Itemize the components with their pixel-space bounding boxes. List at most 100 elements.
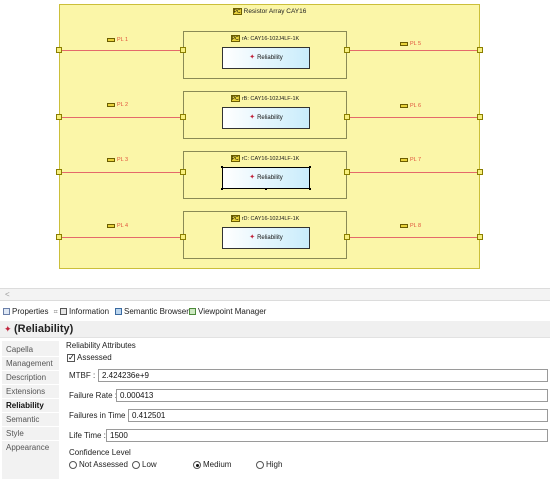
port-right-3[interactable]	[477, 169, 483, 175]
tab-semantic-browser-label: Semantic Browser	[124, 307, 189, 316]
port-left-4[interactable]	[56, 234, 62, 240]
sidebar-item-appearance[interactable]: Appearance	[6, 443, 50, 452]
sidebar-divider	[2, 356, 59, 357]
wire-right-2	[347, 117, 477, 118]
reliability-box-selected[interactable]: ✦Reliability	[222, 167, 310, 189]
port-left-1[interactable]	[56, 47, 62, 53]
tab-semantic-browser[interactable]: Semantic Browser	[115, 307, 189, 316]
radio-low-label: Low	[142, 460, 157, 469]
life-time-label: Life Time :	[69, 431, 106, 440]
radio-not-assessed-label: Not Assessed	[79, 460, 128, 469]
sidebar-item-style[interactable]: Style	[6, 429, 24, 438]
property-sections-sidebar: Capella Management Description Extension…	[2, 341, 59, 479]
mtbf-label: MTBF :	[69, 371, 96, 380]
assessed-checkbox[interactable]: ✓	[67, 353, 75, 362]
radio-medium[interactable]	[193, 461, 201, 469]
physical-link-icon	[107, 157, 115, 162]
port-label-text: PL 1	[117, 37, 129, 43]
block-port-ra-right[interactable]	[344, 47, 350, 53]
horizontal-scrollbar[interactable]: <	[0, 288, 550, 301]
physical-link-icon	[400, 223, 408, 228]
radio-high[interactable]	[256, 461, 264, 469]
block-port-rb-right[interactable]	[344, 114, 350, 120]
block-port-rb-left[interactable]	[180, 114, 186, 120]
reliability-icon: ✦	[249, 174, 256, 181]
semantic-browser-icon	[115, 308, 122, 315]
port-left-2[interactable]	[56, 114, 62, 120]
reliability-box[interactable]: ✦Reliability	[222, 227, 310, 249]
close-tab-icon[interactable]: ⌗	[53, 309, 58, 316]
sidebar-divider	[2, 426, 59, 427]
sidebar-item-semantic[interactable]: Semantic	[6, 415, 40, 424]
reliability-label: Reliability	[257, 235, 283, 241]
physical-link-icon	[400, 157, 408, 162]
sidebar-item-reliability[interactable]: Reliability	[6, 401, 44, 410]
physical-component-icon: PC	[230, 35, 240, 42]
radio-not-assessed[interactable]	[69, 461, 77, 469]
selection-handle[interactable]	[221, 166, 223, 168]
life-time-input[interactable]: 1500	[106, 429, 548, 442]
port-label-pl5: PL 5	[400, 41, 421, 47]
sidebar-item-capella[interactable]: Capella	[6, 345, 34, 354]
port-label-text: PL 2	[117, 102, 129, 108]
sidebar-item-management[interactable]: Management	[6, 359, 53, 368]
sidebar-divider	[2, 412, 59, 413]
selection-handle[interactable]	[309, 166, 311, 168]
mtbf-input[interactable]: 2.424236e+9	[98, 369, 548, 382]
port-right-4[interactable]	[477, 234, 483, 240]
selection-handle[interactable]	[265, 188, 267, 190]
port-label-pl4: PL 4	[107, 223, 128, 229]
information-icon	[60, 308, 67, 315]
properties-icon	[3, 308, 10, 315]
radio-low[interactable]	[132, 461, 140, 469]
physical-link-icon	[107, 37, 115, 42]
selection-handle[interactable]	[309, 188, 311, 190]
reliability-icon: ✦	[249, 114, 256, 121]
port-label-pl1: PL 1	[107, 37, 128, 43]
physical-link-icon	[400, 41, 408, 46]
radio-high-label: High	[266, 460, 283, 469]
tab-viewpoint-manager[interactable]: Viewpoint Manager	[189, 307, 266, 316]
tab-properties[interactable]: Properties ⌗	[3, 307, 58, 317]
block-port-ra-left[interactable]	[180, 47, 186, 53]
sidebar-divider	[2, 370, 59, 371]
block-port-rd-left[interactable]	[180, 234, 186, 240]
port-label-text: PL 8	[410, 223, 422, 229]
failure-rate-input[interactable]: 0.000413	[116, 389, 548, 402]
tab-information[interactable]: Information	[60, 307, 109, 316]
block-title-text: rD: CAY16-102J4LF-1K	[241, 215, 300, 222]
wire-left-3	[62, 172, 183, 173]
reliability-box[interactable]: ✦Reliability	[222, 47, 310, 69]
port-right-1[interactable]	[477, 47, 483, 53]
selection-handle[interactable]	[221, 188, 223, 190]
reliability-box[interactable]: ✦Reliability	[222, 107, 310, 129]
sidebar-divider	[2, 440, 59, 441]
scroll-left-icon[interactable]: <	[5, 290, 10, 299]
port-label-text: PL 5	[410, 41, 422, 47]
reliability-icon: ✦	[4, 324, 12, 334]
sidebar-item-extensions[interactable]: Extensions	[6, 387, 46, 396]
block-title-text: rC: CAY16-102J4LF-1K	[241, 155, 300, 162]
reliability-label: Reliability	[257, 55, 283, 61]
reliability-icon: ✦	[249, 54, 256, 61]
sidebar-item-description[interactable]: Description	[6, 373, 47, 382]
block-port-rd-right[interactable]	[344, 234, 350, 240]
viewpoint-manager-icon	[189, 308, 196, 315]
failures-in-time-input[interactable]: 0.412501	[128, 409, 548, 422]
wire-right-1	[347, 50, 477, 51]
port-label-pl7: PL 7	[400, 157, 421, 163]
block-port-rc-left[interactable]	[180, 169, 186, 175]
port-left-3[interactable]	[56, 169, 62, 175]
block-port-rc-right[interactable]	[344, 169, 350, 175]
port-label-text: PL 7	[410, 157, 422, 163]
port-right-2[interactable]	[477, 114, 483, 120]
physical-component-icon: PC	[230, 215, 240, 222]
view-tabs: Properties ⌗ Information Semantic Browse…	[0, 306, 550, 320]
